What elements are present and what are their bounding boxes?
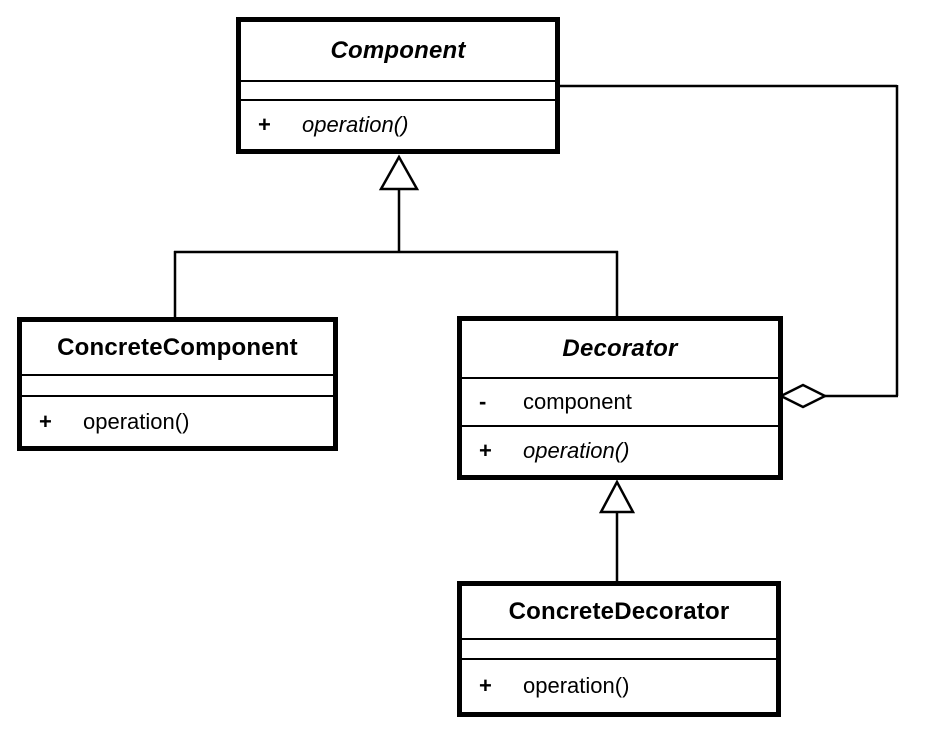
compartment-divider [462, 425, 778, 427]
class-name-decorator: Decorator [562, 335, 678, 362]
component-attributes-compartment [241, 82, 555, 99]
compartment-divider [241, 99, 555, 101]
concretedecorator-title-compartment: ConcreteDecorator [462, 586, 776, 638]
concretecomponent-title-compartment: ConcreteComponent [22, 322, 333, 374]
decorator-attributes-compartment: - component [462, 379, 778, 425]
class-box-concretecomponent: ConcreteComponent + operation() [17, 317, 338, 451]
compartment-divider [22, 395, 333, 397]
method-visibility: + [39, 408, 52, 434]
inheritance-triangle-icon [598, 479, 636, 514]
aggregation-diamond-icon [778, 383, 828, 409]
class-name-concretecomponent: ConcreteComponent [57, 334, 298, 361]
class-box-component: Component + operation() [236, 17, 560, 154]
decorator-title-compartment: Decorator [462, 321, 778, 377]
component-methods-compartment: + operation() [241, 101, 555, 149]
method-signature: operation() [302, 112, 409, 137]
inheritance-triangle-icon [378, 154, 420, 191]
compartment-divider [241, 80, 555, 82]
compartment-divider [462, 638, 776, 640]
concretedecorator-attributes-compartment [462, 640, 776, 658]
class-name-component: Component [330, 37, 466, 64]
attribute-visibility: - [479, 389, 487, 414]
method-visibility: + [258, 112, 271, 137]
class-box-concretedecorator: ConcreteDecorator + operation() [457, 581, 781, 717]
concretedecorator-methods-compartment: + operation() [462, 660, 776, 712]
compartment-divider [462, 377, 778, 379]
attribute-name: component [523, 389, 632, 414]
class-name-concretedecorator: ConcreteDecorator [508, 598, 730, 625]
concretecomponent-attributes-compartment [22, 376, 333, 395]
method-signature: operation() [523, 438, 630, 463]
method-signature: operation() [523, 673, 630, 698]
component-title-compartment: Component [241, 22, 555, 80]
method-visibility: + [479, 673, 492, 698]
compartment-divider [22, 374, 333, 376]
concretecomponent-methods-compartment: + operation() [22, 397, 333, 446]
compartment-divider [462, 658, 776, 660]
method-visibility: + [479, 438, 492, 463]
decorator-methods-compartment: + operation() [462, 427, 778, 475]
method-signature: operation() [83, 408, 190, 434]
class-box-decorator: Decorator - component + operation() [457, 316, 783, 480]
